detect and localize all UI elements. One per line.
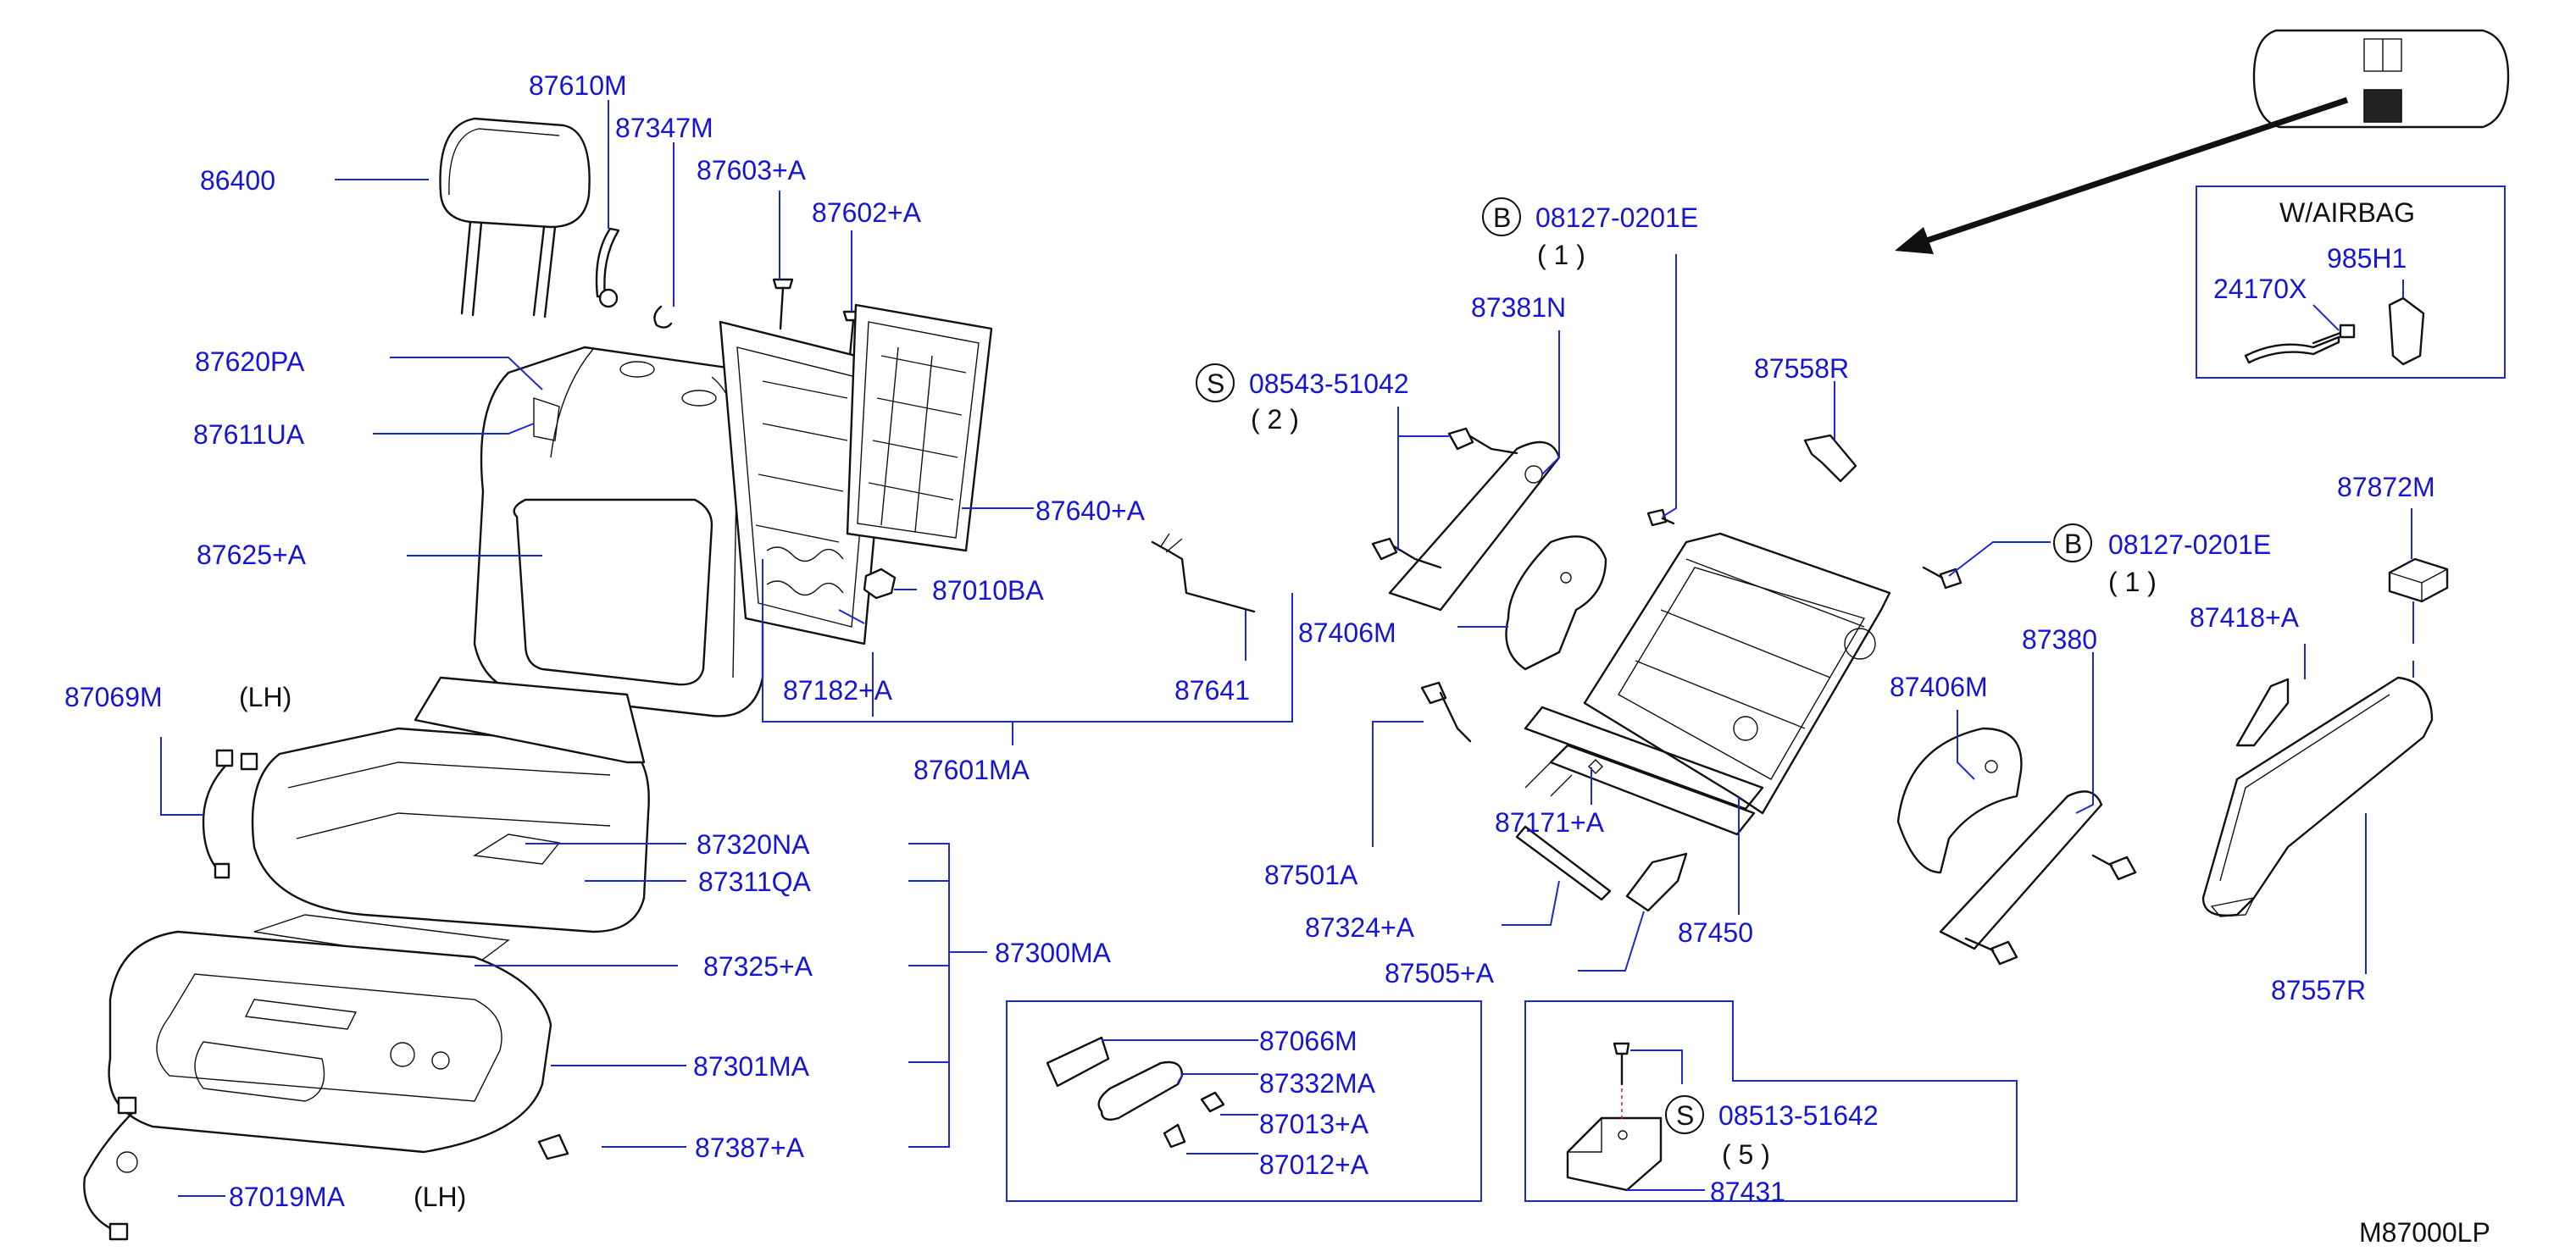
symbol-s-box: S [1676, 1100, 1694, 1131]
screw-08127-a [1646, 508, 1675, 527]
cover-87406m-left [1505, 535, 1607, 671]
label-87501a[interactable]: 87501A [1264, 860, 1358, 890]
bolt-87501a [1420, 681, 1472, 743]
seatback-board [846, 303, 993, 552]
label-87013a[interactable]: 87013+A [1259, 1109, 1369, 1139]
qty-5: ( 5 ) [1722, 1139, 1770, 1170]
label-87325a[interactable]: 87325+A [703, 951, 813, 982]
label-87406m-left[interactable]: 87406M [1298, 617, 1396, 648]
label-87602a[interactable]: 87602+A [812, 197, 922, 228]
airbag-box [2196, 186, 2506, 379]
label-87320na[interactable]: 87320NA [697, 829, 810, 860]
clip-87171a [1588, 759, 1603, 774]
airbag-harness [2244, 296, 2425, 366]
seat-cushion [251, 676, 650, 933]
label-87611ua[interactable]: 87611UA [193, 419, 305, 450]
label-87557r[interactable]: 87557R [2271, 975, 2366, 1005]
label-87019ma[interactable]: 87019MA [229, 1182, 346, 1212]
label-87066m[interactable]: 87066M [1259, 1026, 1357, 1056]
wire-87641 [1151, 533, 1256, 613]
cover-87406m-right [1896, 727, 2023, 874]
label-87872m[interactable]: 87872M [2337, 472, 2435, 502]
bolts-08543 [1371, 427, 1518, 569]
label-86400[interactable]: 86400 [200, 165, 275, 196]
label-87625a[interactable]: 87625+A [197, 540, 307, 570]
label-87311qa[interactable]: 87311QA [698, 867, 812, 897]
label-985h1[interactable]: 985H1 [2327, 243, 2407, 274]
headrest-guides [595, 227, 673, 329]
label-87380[interactable]: 87380 [2022, 624, 2097, 655]
qty-2: ( 2 ) [1251, 404, 1299, 435]
label-87450[interactable]: 87450 [1678, 917, 1753, 948]
label-87012a[interactable]: 87012+A [1259, 1149, 1369, 1180]
label-87301ma[interactable]: 87301MA [693, 1051, 810, 1082]
inset-box-clips [1006, 1000, 1482, 1202]
nut-87010ba [863, 568, 897, 600]
knob-87872m [2388, 557, 2449, 603]
qty-1-right: ( 1 ) [2108, 567, 2157, 597]
label-87171a[interactable]: 87171+A [1495, 807, 1605, 838]
cap-87418a [2235, 678, 2290, 747]
slide-frame-illustration [1524, 532, 1891, 836]
side-cover-87557r [2201, 676, 2434, 917]
label-87641[interactable]: 87641 [1174, 675, 1250, 706]
note-lh-upper: (LH) [239, 682, 291, 712]
symbol-b-top: B [1493, 202, 1511, 233]
label-87620pa[interactable]: 87620PA [195, 346, 305, 377]
symbol-circle-b-right [2053, 523, 2092, 562]
label-87347m[interactable]: 87347M [615, 113, 713, 143]
clip-parts-illustration [1046, 1036, 1225, 1149]
vehicle-locator [1895, 29, 2510, 254]
label-87418a[interactable]: 87418+A [2190, 602, 2300, 633]
label-08543-51042[interactable]: 08543-51042 [1249, 368, 1409, 399]
label-87324a[interactable]: 87324+A [1305, 912, 1415, 943]
headrest-illustration [439, 117, 591, 318]
cover-87505a [1625, 852, 1688, 912]
label-87603a[interactable]: 87603+A [697, 155, 807, 186]
diagram-code: M87000LP [2359, 1217, 2490, 1248]
label-87069m[interactable]: 87069M [64, 682, 163, 712]
leader-lines [160, 100, 2414, 1197]
label-87558r[interactable]: 87558R [1754, 353, 1849, 384]
symbol-b-right: B [2064, 529, 2082, 559]
seat-pad-87387 [537, 1133, 569, 1160]
label-87300ma[interactable]: 87300MA [995, 938, 1112, 968]
recliner-87380 [1939, 790, 2103, 950]
label-08127-0201e-right[interactable]: 08127-0201E [2108, 529, 2271, 560]
bolts-right [1964, 854, 2137, 966]
label-87610m[interactable]: 87610M [529, 70, 627, 101]
inset-box-bracket [1524, 1000, 2018, 1202]
label-87010ba[interactable]: 87010BA [932, 575, 1044, 606]
label-87381n[interactable]: 87381N [1471, 292, 1566, 323]
label-87332ma[interactable]: 87332MA [1259, 1068, 1376, 1099]
label-87640a[interactable]: 87640+A [1035, 496, 1146, 526]
label-24170x[interactable]: 24170X [2213, 274, 2307, 304]
trim-87324a [1515, 825, 1612, 901]
label-87601ma[interactable]: 87601MA [913, 755, 1030, 785]
label-08127-0201e-top[interactable]: 08127-0201E [1535, 202, 1698, 233]
qty-1-top: ( 1 ) [1537, 240, 1585, 270]
symbol-s-left: S [1207, 368, 1224, 399]
label-87406m-right[interactable]: 87406M [1890, 672, 1988, 702]
label-87387a[interactable]: 87387+A [695, 1132, 805, 1163]
symbol-circle-s-box [1665, 1095, 1704, 1134]
harness-87019ma [83, 1096, 138, 1241]
screw-08127-b [1922, 566, 1963, 590]
harness-87069m [202, 749, 258, 879]
label-87505a[interactable]: 87505+A [1385, 958, 1495, 988]
note-lh-lower: (LH) [414, 1182, 466, 1212]
label-87182a[interactable]: 87182+A [783, 675, 893, 706]
label-08513-51642[interactable]: 08513-51642 [1718, 1100, 1879, 1131]
airbag-title: W/AIRBAG [2279, 197, 2415, 228]
symbol-circle-b-top [1482, 197, 1521, 236]
bracket-87558r [1803, 434, 1857, 483]
label-87431[interactable]: 87431 [1710, 1177, 1785, 1207]
bracket-87431-illustration [1566, 1042, 1663, 1192]
symbol-circle-s-left [1196, 363, 1235, 402]
